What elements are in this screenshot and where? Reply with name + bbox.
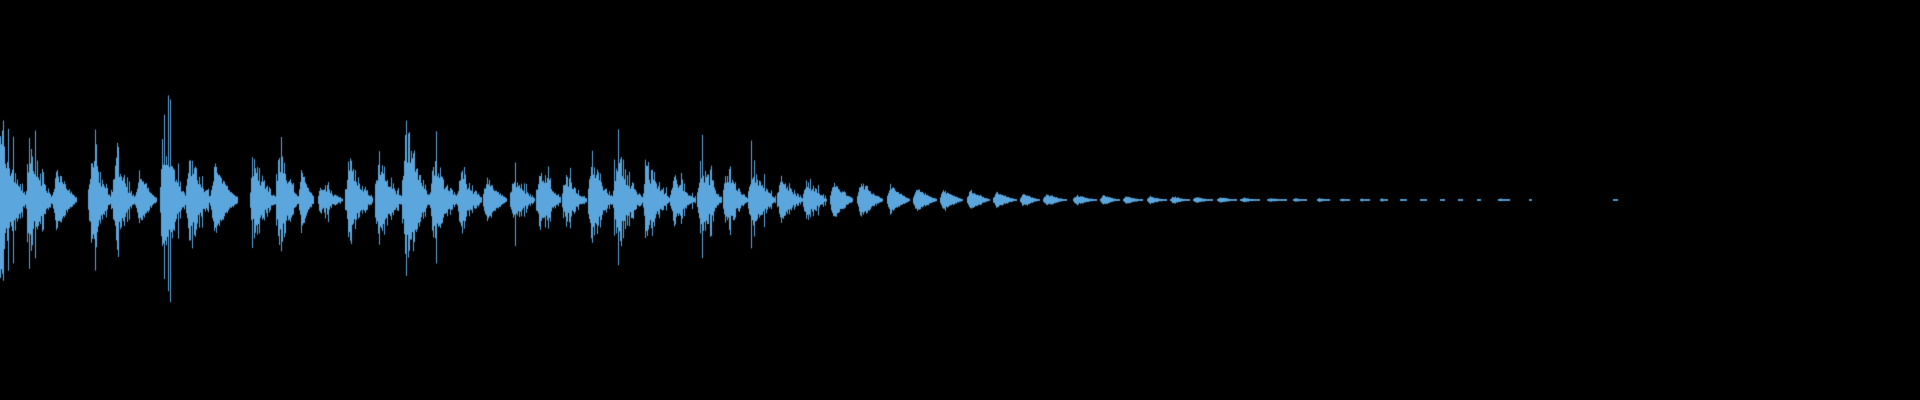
audio-waveform-panel bbox=[0, 0, 1920, 400]
waveform-canvas bbox=[0, 0, 1920, 400]
